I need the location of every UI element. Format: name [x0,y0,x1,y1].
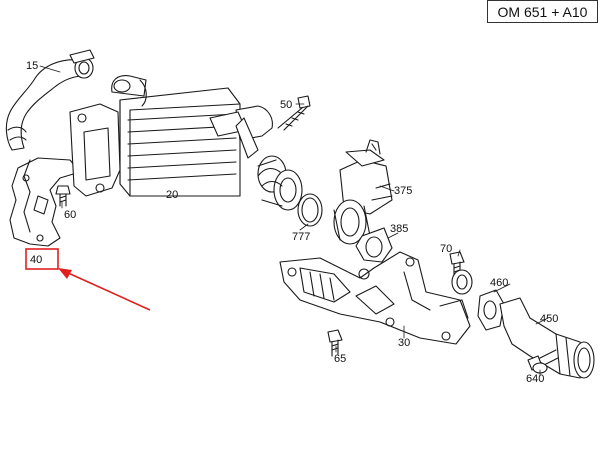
label-part-460: 460 [490,277,508,289]
label-part-50: 50 [280,99,292,111]
part-385-gasket[interactable] [355,227,393,263]
label-part-65: 65 [334,353,346,365]
part-15-hose[interactable] [5,49,95,151]
part-50-bolt[interactable] [277,95,311,131]
label-part-15: 15 [26,60,38,72]
part-450-pipe[interactable] [499,297,595,379]
label-part-385: 385 [390,223,408,235]
label-part-450: 450 [540,313,558,325]
part-460-gasket[interactable] [477,289,505,331]
highlight-box [25,248,59,270]
label-part-70: 70 [440,243,452,255]
model-label: OM 651 + A10 [487,0,598,23]
part-70-bolt[interactable] [449,251,473,295]
part-40-bracket[interactable] [9,157,81,247]
label-part-40: 40 [30,254,42,266]
part-30-bracket[interactable] [279,251,471,345]
label-part-60: 60 [64,209,76,221]
highlight-arrow [58,268,151,311]
part-65-bolt[interactable] [327,329,343,357]
label-part-777: 777 [292,231,310,243]
leader-lines [39,65,549,377]
part-640-bolt[interactable] [527,349,559,374]
part-375-egr-valve[interactable] [333,139,393,245]
part-777-gasket[interactable] [297,193,323,227]
part-60-bolt[interactable] [55,185,71,207]
part-20-egr-cooler[interactable] [69,75,303,211]
label-part-375: 375 [394,185,412,197]
label-part-20: 20 [166,189,178,201]
label-part-30: 30 [398,337,410,349]
label-part-640: 640 [526,373,544,385]
